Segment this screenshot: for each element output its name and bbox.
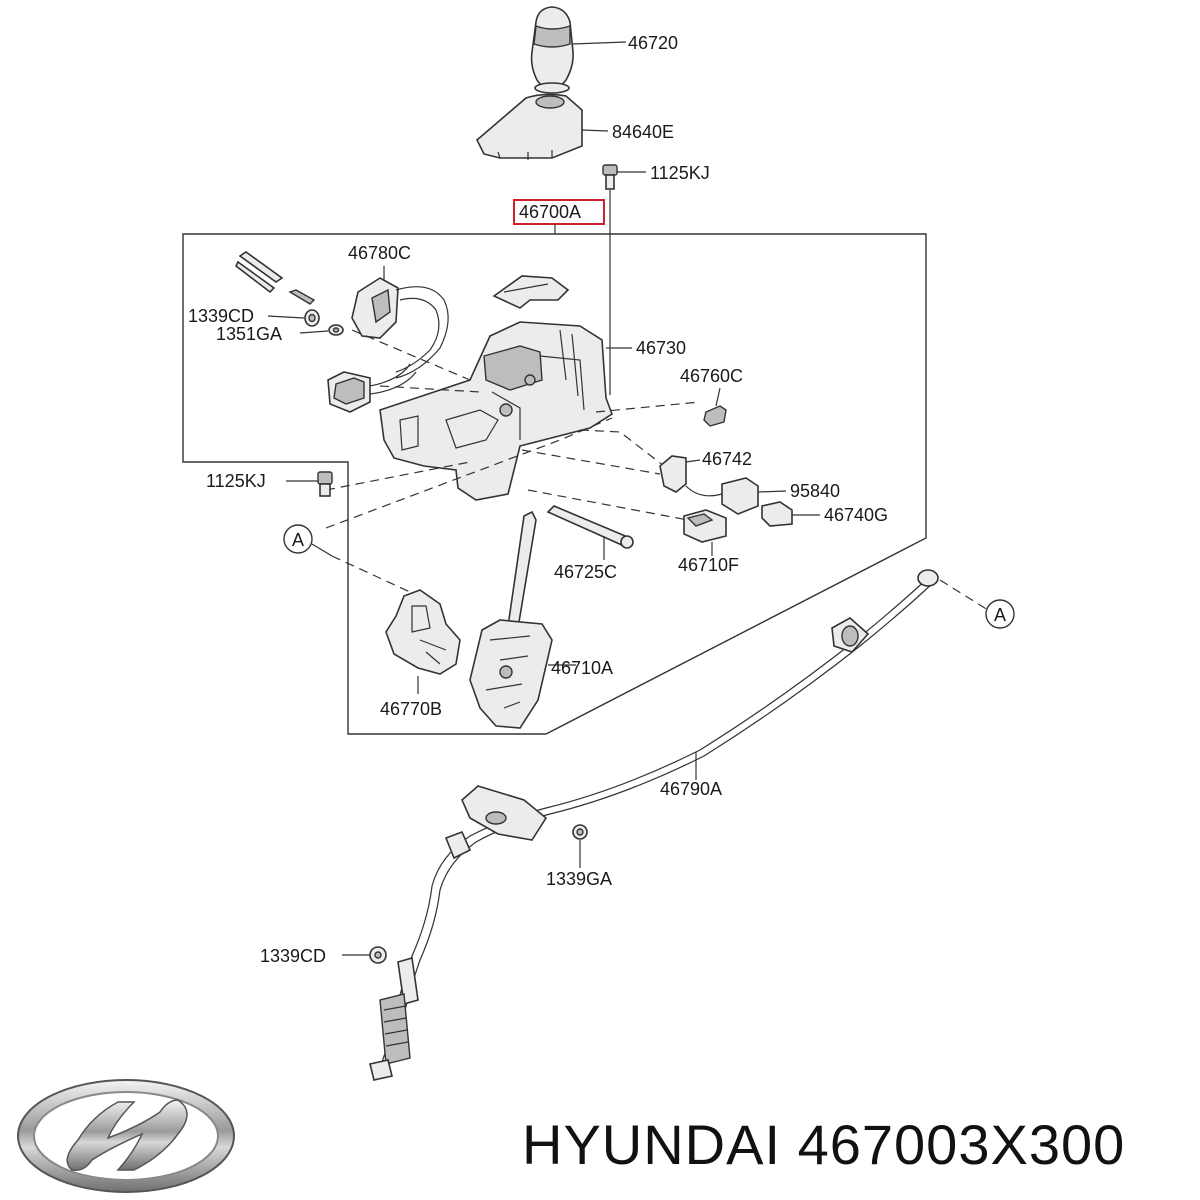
pin-part [546,505,634,549]
hyundai-logo-icon [17,1079,235,1193]
part-number: 467003X300 [797,1113,1126,1176]
callout-46710a: 46710A [551,658,613,678]
screw-part [288,289,316,305]
callout-46760c: 46760C [680,366,743,386]
nut-1339cd-part [304,309,320,327]
brand-part-number: HYUNDAI 467003X300 [522,1112,1125,1177]
callout-46700a: 46700A [519,202,581,222]
small-switch-part [703,405,727,427]
callout-1125kj-top: 1125KJ [650,163,710,183]
callout-46780c: 46780C [348,243,411,263]
cable-clip-part [234,251,449,379]
ref-circle-right [985,599,1015,629]
callout-1339cd-bottom: 1339CD [260,946,326,966]
washer-1351ga-part [328,324,344,336]
ref-label-right: A [994,605,1006,625]
callout-46740g: 46740G [824,505,888,525]
shift-lever-part [469,510,553,729]
callout-46725c: 46725C [554,562,617,582]
callout-1339ga: 1339GA [546,869,612,889]
shift-cable-part [369,569,939,1081]
shifter-housing-part [379,275,613,501]
ref-label-left: A [292,530,304,550]
callout-46790a: 46790A [660,779,722,799]
harness-connector-part [327,363,417,413]
assembly-callout-box [513,199,605,225]
callout-1351ga: 1351GA [216,324,282,344]
nut-1339ga-part [572,824,588,840]
bolt-top-part [602,164,618,190]
nut-1339cd-bottom-part [369,946,387,964]
shift-knob-part [530,6,574,94]
callout-46730: 46730 [636,338,686,358]
callout-1339cd-top: 1339CD [188,306,254,326]
callout-46720: 46720 [628,33,678,53]
callout-84640e: 84640E [612,122,674,142]
lever-block-part [683,509,727,543]
brand-name: HYUNDAI [522,1113,782,1176]
bolt-mid-part [317,471,333,497]
solenoid-bracket-part [659,455,701,493]
lever-bracket-part [385,589,461,675]
callout-95840: 95840 [790,481,840,501]
callout-46770b: 46770B [380,699,442,719]
callout-46710f: 46710F [678,555,739,575]
callout-1125kj-mid: 1125KJ [206,471,266,491]
clip-part [761,501,793,527]
sensor-part [685,477,759,515]
console-cover-part [476,93,583,160]
ref-circle-left [283,524,313,554]
assembly-frame [182,233,927,735]
callout-46742: 46742 [702,449,752,469]
